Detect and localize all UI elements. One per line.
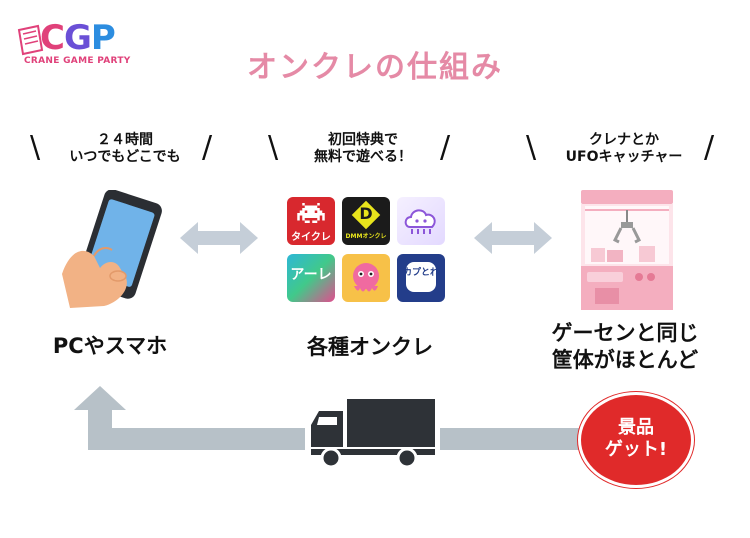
logo-text: CGP [40, 18, 116, 58]
caption-line: 初回特典で [328, 132, 398, 148]
badge-line: ゲット! [604, 439, 668, 460]
caption-arcade: \ クレナとか UFOキャッチャー / [526, 128, 722, 174]
label-line: ゲーセンと同じ [551, 321, 699, 345]
app-label: タイクレ [291, 232, 331, 243]
label-arcade-machine: ゲーセンと同じ 筐体がほとんど [520, 320, 730, 374]
caption-line: ２４時間 [97, 132, 153, 148]
app-tile-taikure: タイクレ [287, 197, 335, 245]
app-label: カプとれ [402, 268, 439, 278]
smartphone-in-hand-icon [62, 190, 162, 308]
d-letter-icon: D [359, 204, 373, 223]
octopus-character-icon [353, 263, 379, 292]
book-icon [17, 24, 44, 56]
invader-icon [297, 203, 325, 223]
caption-line: いつでもどこでも [69, 149, 181, 165]
app-label: アーレ [290, 267, 332, 283]
truck-icon [305, 395, 440, 470]
app-tile-arekure: アーレ [287, 254, 335, 302]
app-tile-cloud [397, 197, 445, 245]
app-label: DMMオンクレ [345, 233, 387, 240]
label-line: 筐体がほとんど [551, 348, 699, 372]
label-line: 各種オンクレ [307, 335, 433, 359]
app-tile-dmm: D DMMオンクレ [342, 197, 390, 245]
caption-slash-right: / [704, 130, 715, 165]
double-arrow-icon [180, 222, 258, 254]
app-tile-toreba [342, 254, 390, 302]
label-pc-smartphone: PCやスマホ [20, 333, 200, 360]
label-onkure: 各種オンクレ [270, 334, 470, 361]
label-line: PCやスマホ [52, 334, 168, 358]
double-arrow-icon [474, 222, 552, 254]
caption-slash-left: \ [30, 130, 41, 165]
caption-line: UFOキャッチャー [565, 149, 683, 165]
caption-pc: \ ２４時間 いつでもどこでも / [30, 128, 220, 174]
caption-line: クレナとか [589, 132, 659, 148]
caption-slash-left: \ [268, 130, 279, 165]
app-grid: タイクレ D DMMオンクレ アーレ カプとれ [287, 197, 447, 303]
caption-onkure: \ 初回特典で 無料で遊べる！ / [268, 128, 458, 174]
page-title: オンクレの仕組み [247, 50, 503, 85]
logo-subtitle: CRANE GAME PARTY [24, 56, 131, 66]
badge-line: 景品 [618, 417, 654, 438]
caption-slash-right: / [202, 130, 213, 165]
caption-slash-left: \ [526, 130, 537, 165]
app-tile-kapudore: カプとれ [397, 254, 445, 302]
cloud-character-icon [404, 209, 436, 234]
caption-slash-right: / [440, 130, 451, 165]
flow-arrow-icon [74, 386, 610, 450]
logo: CGP CRANE GAME PARTY [16, 18, 130, 70]
crane-game-machine-icon [581, 190, 673, 310]
caption-line: 無料で遊べる！ [314, 149, 412, 165]
prize-badge: 景品 ゲット! [578, 392, 694, 488]
